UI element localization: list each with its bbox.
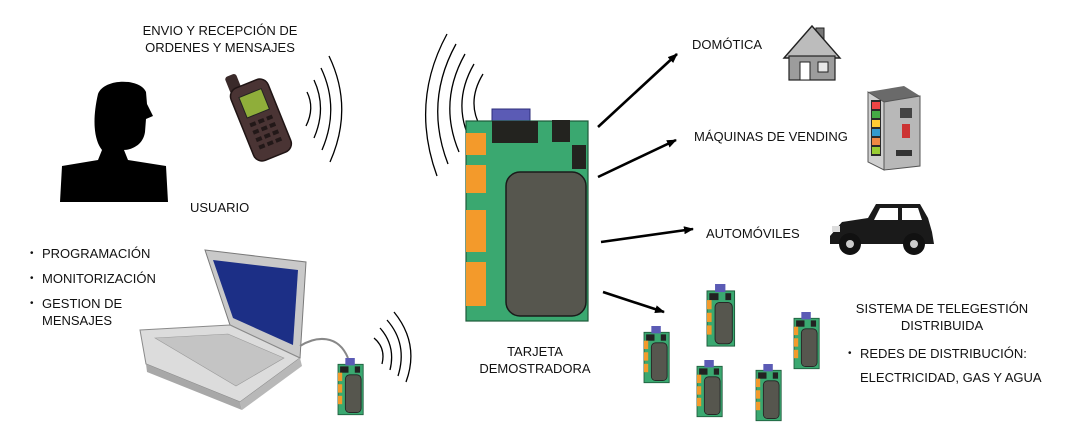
laptop-cable xyxy=(299,337,349,359)
mobile-phone-icon xyxy=(225,74,293,162)
domotica-label: DOMÓTICA xyxy=(692,37,763,52)
tarjeta-label-line1: TARJETA xyxy=(507,344,563,359)
network-board xyxy=(793,311,820,370)
network-board xyxy=(755,363,782,422)
envio-label-line1: ENVIO Y RECEPCIÓN DE xyxy=(142,23,298,38)
user-silhouette-icon xyxy=(60,81,168,202)
envio-label-line2: ORDENES Y MENSAJES xyxy=(145,40,295,55)
list-item: MONITORIZACIÓN xyxy=(30,270,156,287)
arrow-to-domotica xyxy=(597,53,678,128)
sistema-label-line1: SISTEMA DE TELEGESTIÓN xyxy=(855,301,1029,316)
network-boards xyxy=(643,283,820,422)
envio-label: ENVIO Y RECEPCIÓN DE ORDENES Y MENSAJES xyxy=(135,22,305,56)
car-icon xyxy=(830,204,934,255)
laptop-icon xyxy=(139,249,307,410)
laptop-board-icon xyxy=(337,357,364,416)
sistema-label: SISTEMA DE TELEGESTIÓN DISTRIBUIDA xyxy=(842,300,1042,334)
list-item: PROGRAMACIÓN xyxy=(30,245,156,262)
network-board xyxy=(696,359,723,418)
vending-machine-icon xyxy=(867,86,921,171)
arrows xyxy=(597,53,694,314)
phone-radio-waves xyxy=(305,55,343,163)
laptop-board-radio-waves xyxy=(373,311,412,383)
list-item-line2: MENSAJES xyxy=(42,313,113,328)
list-item-line1: GESTION DE xyxy=(42,296,123,311)
house-icon xyxy=(782,24,842,81)
arrow-to-telegestion xyxy=(602,290,665,314)
arrow-to-vending xyxy=(597,138,677,179)
automoviles-label: AUTOMÓVILES xyxy=(706,226,800,241)
network-board xyxy=(706,283,736,347)
vending-label: MÁQUINAS DE VENDING xyxy=(694,129,848,144)
network-board xyxy=(643,325,670,384)
demo-board-icon xyxy=(465,108,589,322)
usuario-label: USUARIO xyxy=(190,200,250,215)
arrow-to-automoviles xyxy=(600,226,694,244)
laptop-function-list: PROGRAMACIÓN MONITORIZACIÓN GESTION DE M… xyxy=(30,245,156,329)
list-item: REDES DE DISTRIBUCIÓN: xyxy=(848,345,1027,362)
tarjeta-label: TARJETA DEMOSTRADORA xyxy=(470,343,600,377)
list-item: GESTION DE MENSAJES xyxy=(30,295,156,329)
tarjeta-label-line2: DEMOSTRADORA xyxy=(479,361,591,376)
redes-list: REDES DE DISTRIBUCIÓN: xyxy=(848,345,1027,362)
redes-detail-label: ELECTRICIDAD, GAS Y AGUA xyxy=(860,370,1042,385)
sistema-label-line2: DISTRIBUIDA xyxy=(900,318,984,333)
